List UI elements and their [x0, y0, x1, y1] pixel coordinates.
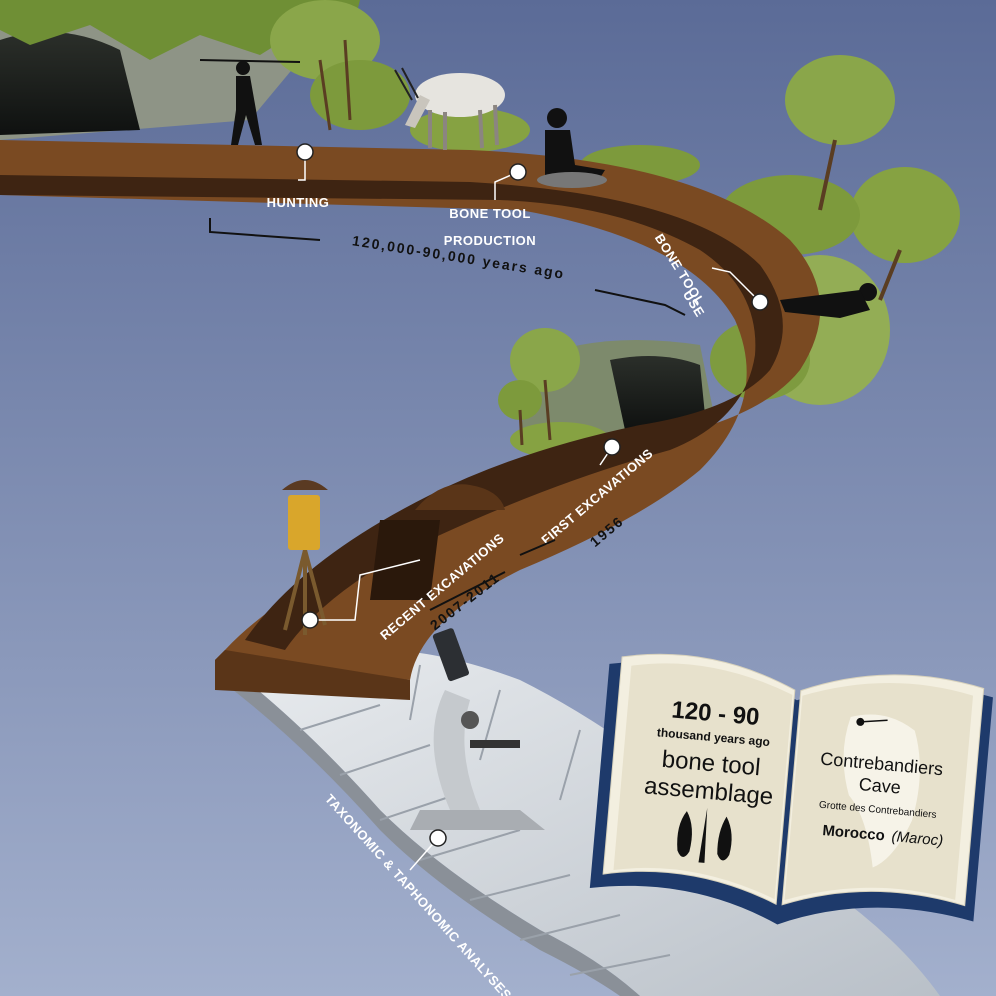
production-marker [509, 163, 527, 181]
first-excavations-marker [603, 438, 621, 456]
oryx-figure [394, 67, 505, 150]
book-site-line2: Cave [858, 774, 902, 798]
hunting-label: HUNTING [267, 195, 330, 210]
analyses-marker [429, 829, 447, 847]
book-country-french: (Maroc) [891, 828, 944, 849]
stage-marker-dots [296, 143, 769, 847]
excavation-pit [370, 484, 505, 600]
total-station-tripod [282, 480, 328, 635]
microscope [410, 628, 545, 830]
reclining-figure [780, 283, 877, 318]
trees-top [270, 0, 700, 185]
seated-toolmaker-figure [537, 108, 607, 188]
book-country: Morocco [822, 822, 886, 844]
bone-tool-silhouettes [677, 807, 732, 863]
production-label-line1: BONE TOOL [449, 206, 531, 221]
hunter-figure [199, 59, 301, 145]
use-marker [751, 293, 769, 311]
production-label-line2: PRODUCTION [444, 233, 536, 248]
open-book: 120 - 90 thousand years ago bone tool as… [589, 653, 993, 925]
recent-excavations-marker [301, 611, 319, 629]
timeline-brackets [209, 218, 686, 611]
hunting-marker [296, 143, 314, 161]
